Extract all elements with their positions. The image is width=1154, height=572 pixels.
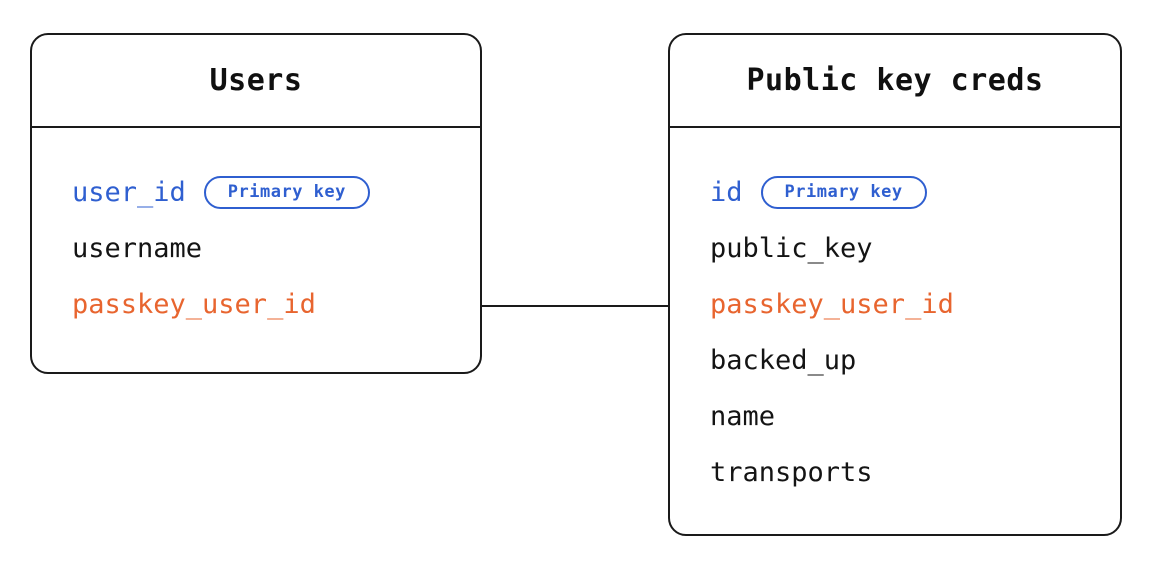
field-name-passkey-user-id: passkey_user_id xyxy=(72,288,316,320)
entity-users-title: Users xyxy=(209,63,303,98)
field-row-backed-up[interactable]: backed_up xyxy=(710,332,1120,388)
field-name-id: id xyxy=(710,176,743,208)
field-row-passkey-user-id[interactable]: passkey_user_id xyxy=(72,276,480,332)
field-row-public-key[interactable]: public_key xyxy=(710,220,1120,276)
entity-users[interactable]: Users user_id Primary key username passk… xyxy=(30,33,482,374)
field-row-passkey-user-id[interactable]: passkey_user_id xyxy=(710,276,1120,332)
field-row-user-id[interactable]: user_id Primary key xyxy=(72,164,480,220)
field-name-user-id: user_id xyxy=(72,176,186,208)
field-name-passkey-user-id: passkey_user_id xyxy=(710,288,954,320)
field-name-backed-up: backed_up xyxy=(710,344,857,376)
relationship-connector-line xyxy=(481,305,669,307)
field-name-transports: transports xyxy=(710,456,873,488)
primary-key-badge-label: Primary key xyxy=(227,182,346,202)
entity-users-header: Users xyxy=(32,35,480,128)
field-name-username: username xyxy=(72,232,203,264)
entity-public-key-creds-header: Public key creds xyxy=(670,35,1120,128)
entity-public-key-creds-field-list: id Primary key public_key passkey_user_i… xyxy=(670,128,1120,500)
field-name-name: name xyxy=(710,400,776,432)
entity-users-field-list: user_id Primary key username passkey_use… xyxy=(32,128,480,332)
entity-public-key-creds[interactable]: Public key creds id Primary key public_k… xyxy=(668,33,1122,536)
primary-key-badge: Primary key xyxy=(760,175,927,209)
field-row-username[interactable]: username xyxy=(72,220,480,276)
primary-key-badge-label: Primary key xyxy=(784,182,903,202)
primary-key-badge: Primary key xyxy=(203,175,370,209)
field-row-transports[interactable]: transports xyxy=(710,444,1120,500)
field-name-public-key: public_key xyxy=(710,232,873,264)
field-row-name[interactable]: name xyxy=(710,388,1120,444)
entity-public-key-creds-title: Public key creds xyxy=(746,63,1044,98)
field-row-id[interactable]: id Primary key xyxy=(710,164,1120,220)
